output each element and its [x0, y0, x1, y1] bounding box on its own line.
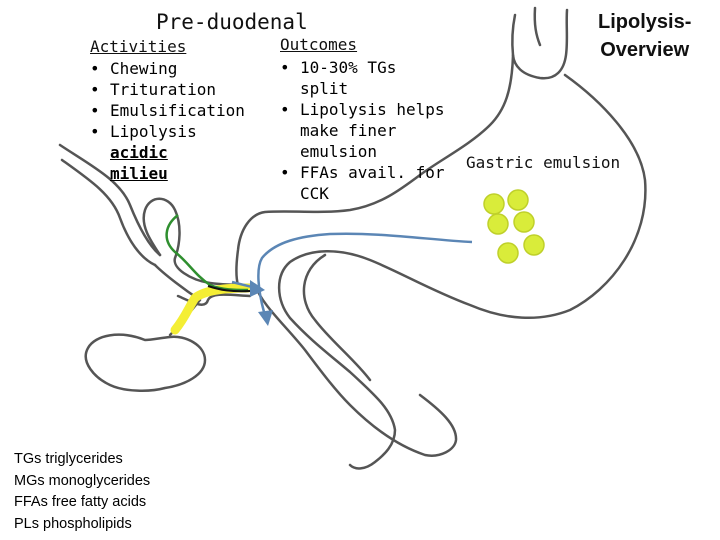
activities-heading: Activities: [90, 37, 187, 56]
emulsion-droplets: [483, 189, 545, 264]
list-item: FFAs avail. for CCK: [278, 162, 450, 204]
list-item: Emulsification: [88, 100, 258, 121]
droplet: [487, 213, 509, 235]
list-item: Trituration: [88, 79, 258, 100]
green-duct-path: [165, 214, 249, 292]
outcomes-heading: Outcomes: [280, 35, 358, 54]
outcomes-list: 10-30% TGs split Lipolysis helps make fi…: [278, 57, 448, 204]
list-item: Lipolysis helps make finer emulsion: [278, 99, 450, 162]
gastric-flow-arrow: [257, 232, 473, 313]
droplet: [513, 211, 535, 233]
glossary-item: MGs monoglycerides: [14, 472, 151, 489]
gastric-flow-arrowhead: [258, 310, 273, 326]
list-item-text: Lipolysis: [110, 122, 197, 141]
droplet: [523, 234, 545, 256]
duodenum-inner: [302, 253, 372, 382]
droplet: [497, 242, 519, 264]
emphasis-text: acidic: [110, 143, 168, 162]
glossary: TGs triglycerides MGs monoglycerides FFA…: [14, 449, 150, 535]
esophagus-inner: [533, 6, 542, 47]
bile-duct-upper: [58, 143, 162, 257]
page-title: Pre-duodenal: [156, 10, 308, 34]
list-item: 10-30% TGs split: [278, 57, 448, 99]
corner-title-line-1: Lipolysis-: [598, 11, 692, 33]
gastric-emulsion-label: Gastric emulsion: [466, 153, 621, 172]
corner-title: Lipolysis- Overview: [598, 8, 691, 64]
gallbladder: [142, 197, 254, 287]
duodenal-flow-arrowhead: [250, 280, 265, 297]
glossary-item: PLs phospholipids: [14, 515, 132, 532]
bile-duct-upper-2: [60, 158, 157, 267]
list-item: Chewing: [88, 58, 258, 79]
stomach-inner-curve: [235, 53, 515, 287]
activities-list: Chewing Trituration Emulsification Lipol…: [88, 58, 258, 184]
emphasis-text: milieu: [110, 164, 168, 183]
esophagus-outline: [511, 8, 569, 80]
stomach-outline: [277, 73, 647, 470]
duodenum-outline: [253, 283, 458, 457]
droplet: [483, 193, 505, 215]
pancreas-outline: [84, 333, 207, 392]
corner-title-line-2: Overview: [600, 39, 690, 61]
droplet: [507, 189, 529, 211]
glossary-item: FFAs free fatty acids: [14, 494, 147, 510]
list-item: Lipolysis acidic milieu: [88, 121, 258, 184]
glossary-item: TGs triglycerides: [14, 451, 123, 467]
